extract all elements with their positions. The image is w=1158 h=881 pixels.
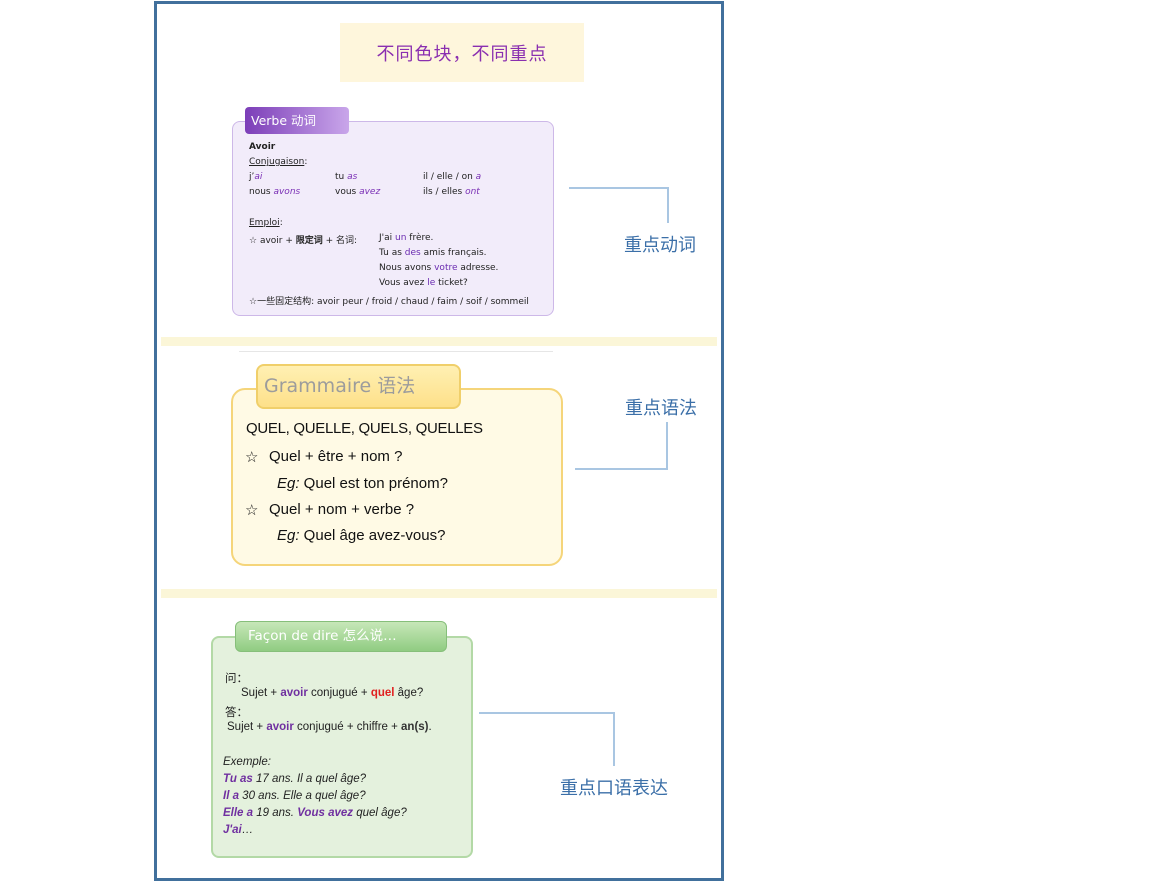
- verb-card: [232, 121, 554, 316]
- emploi-label: Emploi: [249, 218, 280, 228]
- connector-line: [479, 712, 615, 714]
- answer-label: 答：: [225, 707, 248, 719]
- page-title: 不同色块，不同重点: [340, 23, 584, 82]
- grammar-rule: Quel + être + nom ?: [269, 448, 403, 465]
- verb-rule: ☆ avoir + 限定词 + 名词:: [249, 236, 358, 246]
- verb-example: Vous avez le ticket?: [379, 278, 468, 288]
- grammar-heading: QUEL, QUELLE, QUELS, QUELLES: [246, 420, 483, 437]
- connector-line: [666, 422, 668, 470]
- thin-divider: [239, 351, 553, 352]
- grammar-example: Eg: Quel âge avez-vous?: [277, 527, 446, 544]
- facon-example: J'ai…: [223, 824, 254, 836]
- verb-heading: Avoir: [249, 142, 276, 152]
- section-divider: [161, 337, 717, 346]
- conj-cell: j’ai: [249, 172, 263, 182]
- document-frame: 不同色块，不同重点 Verbe 动词 Avoir Conjugaison: j’…: [154, 1, 724, 881]
- grammar-tab-label: Grammaire 语法: [256, 364, 461, 409]
- facon-example: Elle a 19 ans. Vous avez quel âge?: [223, 807, 407, 819]
- conj-cell: nous avons: [249, 187, 301, 197]
- star-icon: ☆: [249, 236, 258, 246]
- conjugaison-label: Conjugaison: [249, 157, 305, 167]
- exemple-label: Exemple:: [223, 756, 271, 768]
- verb-tab-label: Verbe 动词: [245, 107, 349, 134]
- star-icon: ☆: [245, 502, 259, 519]
- conj-cell: il / elle / on a: [423, 172, 482, 182]
- label-oral: 重点口语表达: [560, 778, 668, 799]
- conj-cell: tu as: [335, 172, 358, 182]
- connector-line: [575, 468, 668, 470]
- facon-example: Il a 30 ans. Elle a quel âge?: [223, 790, 366, 802]
- connector-line: [667, 187, 669, 223]
- answer-pattern: Sujet + avoir conjugué + chiffre + an(s)…: [227, 721, 432, 733]
- facon-example: Tu as 17 ans. Il a quel âge?: [223, 773, 367, 785]
- question-pattern: Sujet + avoir conjugué + quel âge?: [241, 687, 424, 699]
- verb-example: Nous avons votre adresse.: [379, 263, 499, 273]
- verb-example: Tu as des amis français.: [379, 248, 487, 258]
- grammar-example: Eg: Quel est ton prénom?: [277, 475, 448, 492]
- connector-line: [569, 187, 669, 189]
- verb-example: J'ai un frère.: [379, 233, 434, 243]
- label-verb: 重点动词: [624, 235, 696, 256]
- conj-cell: ils / elles ont: [423, 187, 480, 197]
- section-divider: [161, 589, 717, 598]
- label-grammar: 重点语法: [625, 398, 697, 419]
- connector-line: [613, 712, 615, 766]
- facon-card: [211, 636, 473, 858]
- star-icon: ☆: [245, 449, 259, 466]
- grammar-card: [231, 388, 563, 566]
- fixed-structures: ☆一些固定结构: avoir peur / froid / chaud / fa…: [249, 297, 529, 307]
- facon-tab-label: Façon de dire 怎么说…: [235, 621, 447, 652]
- conj-cell: vous avez: [335, 187, 381, 197]
- question-label: 问：: [225, 673, 248, 685]
- grammar-rule: Quel + nom + verbe ?: [269, 501, 415, 518]
